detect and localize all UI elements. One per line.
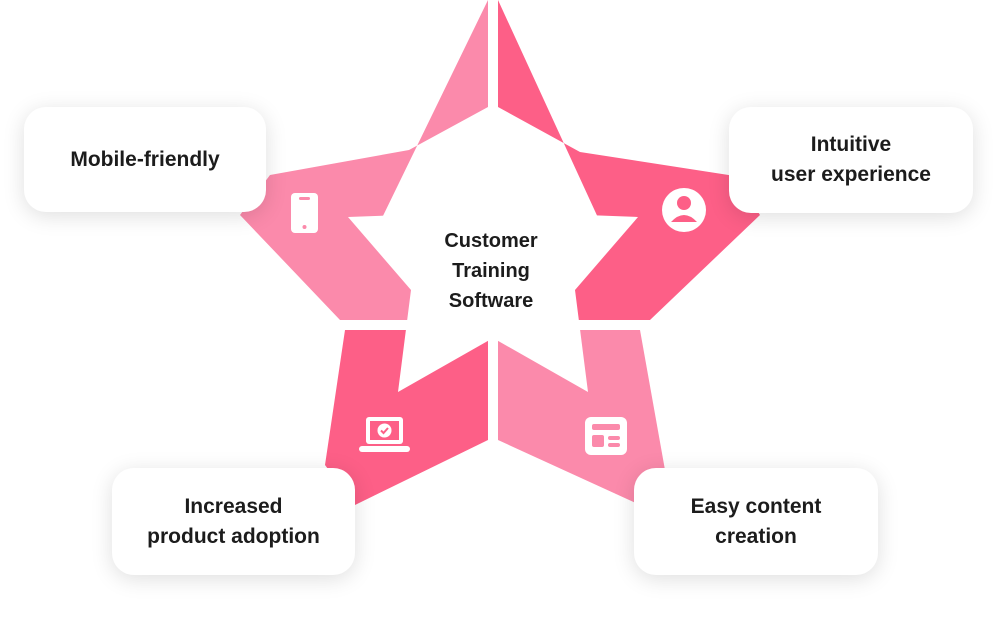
feature-card-mobile-friendly: Mobile-friendly: [24, 107, 266, 212]
feature-label-mobile-friendly: Mobile-friendly: [70, 147, 220, 171]
inner-star: [348, 120, 638, 392]
user-profile-icon: [662, 188, 706, 232]
star-arm-bottom-left: [325, 330, 488, 505]
star-arm-bottom-right: [498, 330, 665, 505]
content-layout-icon: [585, 417, 627, 455]
feature-card-intuitive-ux: Intuitive user experience: [729, 107, 973, 213]
feature-label-increased-product-adoption: Increased product adoption: [147, 494, 320, 548]
laptop-check-icon: [359, 417, 410, 452]
feature-label-intuitive-ux: Intuitive user experience: [771, 133, 931, 186]
feature-label-easy-content-creation: Easy content creation: [690, 494, 822, 548]
feature-card-increased-product-adoption: Increased product adoption: [112, 468, 355, 575]
mobile-phone-icon: [291, 193, 318, 233]
center-label: Customer Training Software: [444, 230, 538, 312]
feature-card-easy-content-creation: Easy content creation: [634, 468, 878, 575]
